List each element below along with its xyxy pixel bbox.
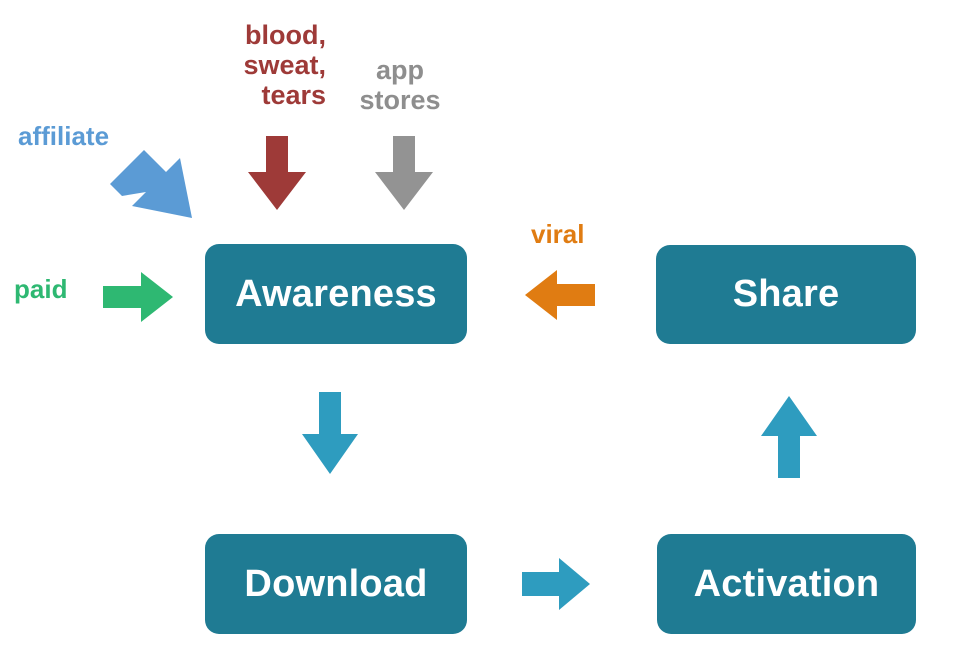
activation-to-share-arrow-icon <box>759 394 819 478</box>
input-label-affiliate: affiliate <box>18 121 110 151</box>
input-label-paid: paid <box>14 274 68 304</box>
blood-sweat-tears-arrow-icon <box>246 136 308 212</box>
awareness-to-download-arrow-icon <box>300 392 360 476</box>
input-label-blood-sweat-tears: blood, sweat, tears <box>243 20 326 111</box>
input-label-viral: viral <box>531 219 585 249</box>
download-to-activation-arrow-icon <box>522 557 592 611</box>
node-awareness[interactable]: Awareness <box>205 244 467 344</box>
affiliate-arrow-icon <box>108 148 194 232</box>
input-label-app-stores: app stores <box>359 55 441 116</box>
node-activation[interactable]: Activation <box>657 534 916 634</box>
node-share[interactable]: Share <box>656 245 916 344</box>
paid-arrow-icon <box>103 270 175 324</box>
app-stores-arrow-icon <box>373 136 435 212</box>
viral-arrow-icon <box>523 268 595 322</box>
node-download[interactable]: Download <box>205 534 467 634</box>
